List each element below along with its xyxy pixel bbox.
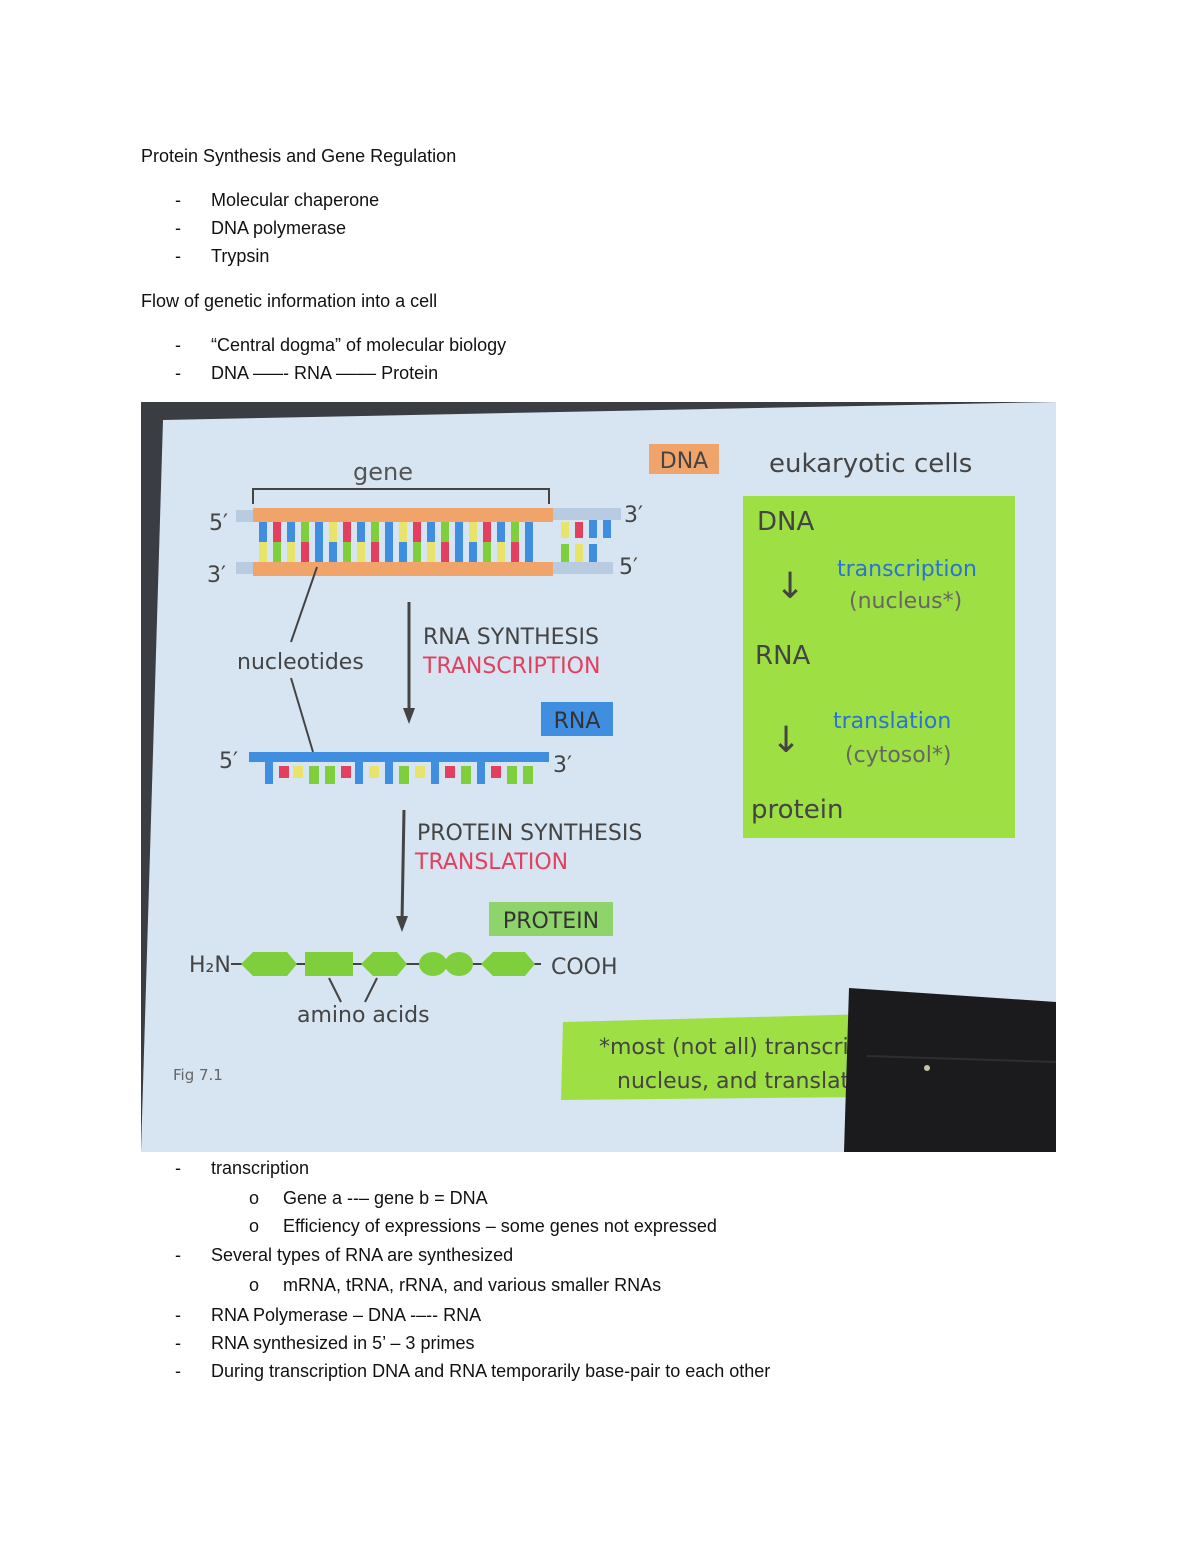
protein-synthesis-label: PROTEIN SYNTHESIS [417, 821, 642, 846]
bullet-item: Trypsin [211, 246, 270, 266]
translation-arrow-head [396, 916, 408, 932]
translation-label: TRANSLATION [414, 850, 568, 875]
box-transcription-label: transcription [837, 557, 977, 582]
dna-three-prime-top: 3′ [624, 503, 643, 528]
eukaryotic-cells-title: eukaryotic cells [769, 449, 972, 479]
dna-bottom-strand-orange [253, 562, 553, 576]
dna-five-prime-bottom: 5′ [619, 555, 638, 580]
amino-acids-label: amino acids [297, 1003, 430, 1028]
dna-bottom-strand-left [236, 562, 253, 574]
figure-number: Fig 7.1 [173, 1066, 223, 1084]
bullet-dash: - [175, 1158, 181, 1178]
heading-flow-of-genetic-information: Flow of genetic information into a cell [141, 291, 438, 311]
bullet-dash: - [175, 246, 181, 266]
gene-bracket [252, 488, 550, 504]
transcription-arrow-head [403, 708, 415, 724]
occluding-object [844, 988, 1056, 1152]
bullet-item: Molecular chaperone [211, 190, 380, 210]
bullet-item: DNA –––- RNA –––– Protein [211, 363, 439, 383]
bullet-dash: - [175, 1305, 181, 1325]
amino-acids-pointer-right [364, 977, 378, 1003]
rna-five-prime: 5′ [219, 749, 238, 774]
dna-five-prime-top: 5′ [209, 511, 228, 536]
bullet-item: transcription [211, 1158, 310, 1178]
protein-tag-box [489, 902, 613, 936]
bullet-dash: - [175, 1361, 181, 1381]
box-dna-label: DNA [757, 507, 814, 537]
nucleotides-pointer-bottom [290, 677, 314, 753]
bullet-dash: - [175, 1333, 181, 1353]
bullet-dash: - [175, 1245, 181, 1265]
sub-bullet-marker: o [249, 1275, 260, 1295]
bullet-item: “Central dogma” of molecular biology [211, 335, 507, 355]
footnote-box [561, 1014, 871, 1100]
central-dogma-figure-photo: gene DNA [141, 402, 1056, 1152]
dna-top-strand-left [236, 510, 253, 522]
dna-base-pairs [259, 520, 611, 562]
rna-bases [265, 762, 533, 784]
down-arrow-icon: ↓ [771, 720, 801, 761]
dna-top-strand-grey [553, 508, 621, 520]
dna-three-prime-bottom: 3′ [207, 563, 226, 588]
dna-top-strand-orange [253, 508, 553, 522]
sub-bullet-marker: o [249, 1216, 260, 1236]
down-arrow-icon: ↓ [775, 566, 805, 607]
rna-synthesis-label: RNA SYNTHESIS [423, 625, 599, 650]
gene-label: gene [353, 458, 413, 486]
rna-three-prime: 3′ [553, 753, 572, 778]
eukaryotic-flow-box [743, 496, 1015, 838]
transcription-label: TRANSCRIPTION [422, 654, 600, 679]
rna-tag: RNA [554, 709, 601, 734]
bullet-item: RNA Polymerase – DNA -–-- RNA [211, 1305, 482, 1325]
bullet-item: Several types of RNA are synthesized [211, 1245, 514, 1265]
dna-tag-box [649, 444, 719, 474]
dna-bottom-strand-grey [553, 562, 613, 574]
bullet-item: RNA synthesized in 5’ – 3 primes [211, 1333, 475, 1353]
bullet-dash: - [175, 190, 181, 210]
sub-bullet-item: mRNA, tRNA, rRNA, and various smaller RN… [283, 1275, 662, 1295]
dna-tag: DNA [660, 449, 708, 474]
box-rna-label: RNA [755, 641, 811, 671]
amino-acid-chain [241, 952, 535, 976]
sub-bullet-item: Efficiency of expressions – some genes n… [283, 1216, 717, 1236]
translation-arrow-shaft [400, 809, 406, 923]
nucleotides-label: nucleotides [237, 650, 364, 675]
heading-protein-synthesis: Protein Synthesis and Gene Regulation [141, 146, 457, 166]
sub-bullet-marker: o [249, 1188, 260, 1208]
bullet-dash: - [175, 363, 181, 383]
footnote-line-2: nucleus, and translatio [617, 1069, 869, 1094]
amino-acids-pointer-left [328, 977, 342, 1003]
sub-bullet-item: Gene a --– gene b = DNA [283, 1188, 488, 1208]
box-protein-label: protein [751, 795, 843, 825]
h2n-label: H₂N [189, 953, 231, 978]
box-nucleus-label: (nucleus*) [849, 589, 962, 614]
rna-tag-box [541, 702, 613, 736]
bullet-dash: - [175, 218, 181, 238]
bullet-item: During transcription DNA and RNA tempora… [211, 1361, 771, 1381]
cooh-label: COOH [551, 955, 618, 980]
occluding-object-dot [924, 1065, 930, 1071]
footnote-line-1: *most (not all) transcrip [599, 1035, 863, 1060]
bullet-dash: - [175, 335, 181, 355]
protein-tag: PROTEIN [503, 909, 599, 934]
box-translation-label: translation [833, 709, 951, 734]
rna-strand [249, 752, 549, 762]
bullet-item: DNA polymerase [211, 218, 347, 238]
nucleotides-pointer-top [290, 566, 318, 643]
box-cytosol-label: (cytosol*) [845, 743, 951, 768]
occluding-object-edge [866, 1055, 1056, 1063]
